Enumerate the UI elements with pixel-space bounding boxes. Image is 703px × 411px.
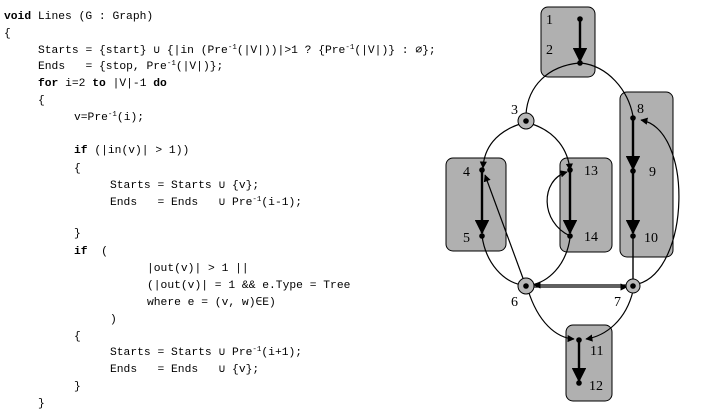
code-line-10: Starts = Starts ∪ {v}; <box>110 180 260 192</box>
code-line-1: void Lines (G : Graph) <box>4 11 154 23</box>
vertex-dot-1 <box>577 16 583 22</box>
edge-3-4 <box>479 123 521 169</box>
node-label-10: 10 <box>644 231 658 246</box>
vertex-dot-13 <box>567 167 573 173</box>
code-line-20: Ends = Ends ∪ {v}; <box>110 364 260 376</box>
node-label-2: 2 <box>546 43 553 58</box>
node-label-14: 14 <box>584 230 598 245</box>
code-line-6: { <box>38 95 45 107</box>
code-line-22: } <box>38 398 45 410</box>
code-line-21: } <box>74 381 81 393</box>
vertex-dot-7 <box>630 283 636 289</box>
edge-5-6 <box>481 235 523 286</box>
node-label-11: 11 <box>590 344 603 359</box>
edge-6-4 <box>483 174 525 282</box>
node-label-6: 6 <box>511 295 518 310</box>
node-label-9: 9 <box>649 165 656 180</box>
vertex-dot-11 <box>576 337 582 343</box>
node-label-8: 8 <box>637 102 644 117</box>
line-group-4-5 <box>445 157 507 252</box>
vertex-dot-5 <box>479 233 485 239</box>
vertex-dot-8 <box>630 115 636 121</box>
code-line-11: Ends = Ends ∪ Pre-1(i-1); <box>110 196 303 209</box>
code-line-12: } <box>74 228 81 240</box>
code-line-7: v=Pre-1(i); <box>74 111 145 124</box>
node-label-12: 12 <box>589 379 603 394</box>
vertex-dot-4 <box>479 167 485 173</box>
code-line-15: (|out(v)| = 1 && e.Type = Tree <box>147 280 351 292</box>
code-line-14: |out(v)| > 1 || <box>147 263 249 275</box>
code-line-2: { <box>4 28 11 40</box>
code-line-3: Starts = {start} ∪ {|in (Pre-1(|V|))|>1 … <box>38 44 436 57</box>
code-line-5: for i=2 to |V|-1 do <box>38 78 167 90</box>
node-label-5: 5 <box>463 231 470 246</box>
code-line-4: Ends = {stop, Pre-1(|V|)}; <box>38 60 224 73</box>
node-label-4: 4 <box>463 165 470 180</box>
edge-6-11 <box>527 289 575 343</box>
edge-7-8 <box>637 117 680 285</box>
code-line-8: if (|in(v)| > 1)) <box>74 145 190 157</box>
vertex-dot-2 <box>577 60 583 66</box>
vertex-dot-3 <box>523 118 529 124</box>
code-line-17: ) <box>110 314 117 326</box>
code-line-18: { <box>74 331 81 343</box>
edge-7-11 <box>585 290 634 342</box>
edge-2-8 <box>580 62 634 117</box>
node-label-7: 7 <box>614 295 621 310</box>
pseudocode-listing: void Lines (G : Graph) { Starts = {start… <box>4 11 436 410</box>
vertex-dot-6 <box>523 283 529 289</box>
vertex-dot-10 <box>630 233 636 239</box>
node-label-1: 1 <box>546 13 553 28</box>
node-label-3: 3 <box>511 103 518 118</box>
edge-2-3 <box>525 62 580 115</box>
code-line-13: if ( <box>74 246 108 258</box>
code-line-19: Starts = Starts ∪ Pre-1(i+1); <box>110 346 303 359</box>
node-label-13: 13 <box>584 164 598 179</box>
vertex-dot-9 <box>630 168 636 174</box>
edge-14-13 <box>546 170 571 237</box>
code-line-9: { <box>74 163 81 175</box>
edge-3-13 <box>531 123 573 171</box>
vertex-dot-12 <box>576 380 582 386</box>
code-line-16: where e = (v, w)∈E) <box>147 297 276 309</box>
vertex-dot-14 <box>567 233 573 239</box>
